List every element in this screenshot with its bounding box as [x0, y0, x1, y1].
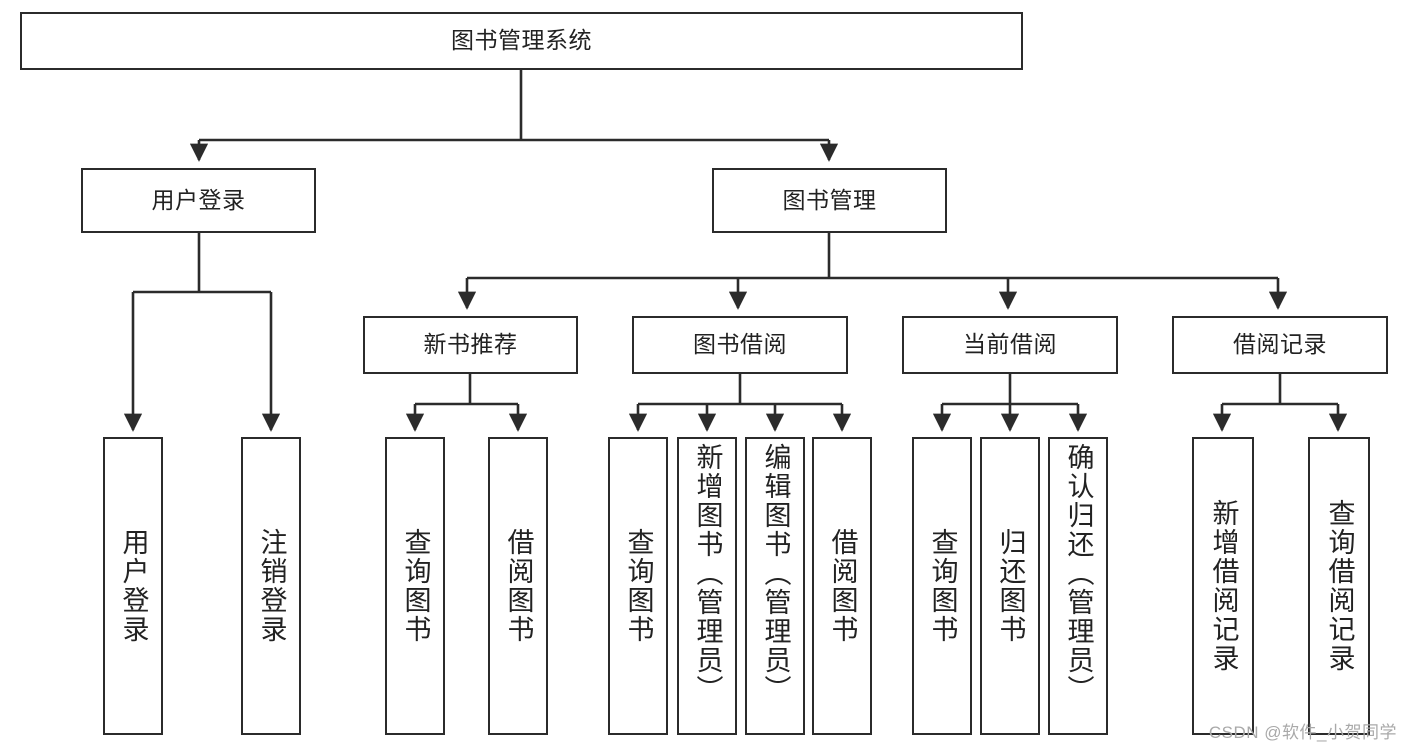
leaf-add-book[interactable]: 新增图书（管理员） [677, 437, 737, 735]
node-new-book-recommend[interactable]: 新书推荐 [363, 316, 578, 374]
leaf-logout-login-label: 注销登录 [256, 528, 287, 644]
node-root[interactable]: 图书管理系统 [20, 12, 1023, 70]
leaf-query-book-3-label: 查询图书 [927, 528, 958, 644]
leaf-return-book-label: 归还图书 [995, 528, 1026, 644]
leaf-add-record-label: 新增借阅记录 [1208, 499, 1239, 673]
leaf-query-record[interactable]: 查询借阅记录 [1308, 437, 1370, 735]
leaf-edit-book[interactable]: 编辑图书（管理员） [745, 437, 805, 735]
leaf-query-book-1-label: 查询图书 [400, 528, 431, 644]
leaf-user-login-label: 用户登录 [118, 528, 149, 644]
leaf-borrow-book-1-label: 借阅图书 [503, 528, 534, 644]
leaf-logout-login[interactable]: 注销登录 [241, 437, 301, 735]
node-book-manage-label: 图书管理 [782, 186, 877, 213]
leaf-borrow-book-1[interactable]: 借阅图书 [488, 437, 548, 735]
leaf-query-book-1[interactable]: 查询图书 [385, 437, 445, 735]
node-borrow-record[interactable]: 借阅记录 [1172, 316, 1388, 374]
leaf-user-login[interactable]: 用户登录 [103, 437, 163, 735]
csdn-watermark: CSDN @软件_小贺同学 [1208, 723, 1397, 742]
node-new-book-recommend-label: 新书推荐 [423, 331, 518, 358]
node-book-borrow-label: 图书借阅 [693, 331, 787, 358]
leaf-query-book-2-label: 查询图书 [623, 528, 654, 644]
leaf-confirm-return-label: 确认归还（管理员） [1063, 443, 1094, 704]
node-borrow-record-label: 借阅记录 [1233, 331, 1327, 358]
node-current-borrow-label: 当前借阅 [963, 331, 1057, 358]
leaf-query-record-label: 查询借阅记录 [1324, 499, 1355, 673]
leaf-borrow-book-2[interactable]: 借阅图书 [812, 437, 872, 735]
leaf-confirm-return[interactable]: 确认归还（管理员） [1048, 437, 1108, 735]
leaf-borrow-book-2-label: 借阅图书 [827, 528, 858, 644]
node-user-login-label: 用户登录 [151, 186, 246, 213]
leaf-query-book-3[interactable]: 查询图书 [912, 437, 972, 735]
node-book-manage[interactable]: 图书管理 [712, 168, 947, 233]
leaf-return-book[interactable]: 归还图书 [980, 437, 1040, 735]
leaf-edit-book-label: 编辑图书（管理员） [760, 443, 791, 704]
node-book-borrow[interactable]: 图书借阅 [632, 316, 848, 374]
leaf-add-book-label: 新增图书（管理员） [692, 443, 723, 704]
node-user-login[interactable]: 用户登录 [81, 168, 316, 233]
node-root-label: 图书管理系统 [451, 27, 592, 54]
node-current-borrow[interactable]: 当前借阅 [902, 316, 1118, 374]
leaf-add-record[interactable]: 新增借阅记录 [1192, 437, 1254, 735]
leaf-query-book-2[interactable]: 查询图书 [608, 437, 668, 735]
